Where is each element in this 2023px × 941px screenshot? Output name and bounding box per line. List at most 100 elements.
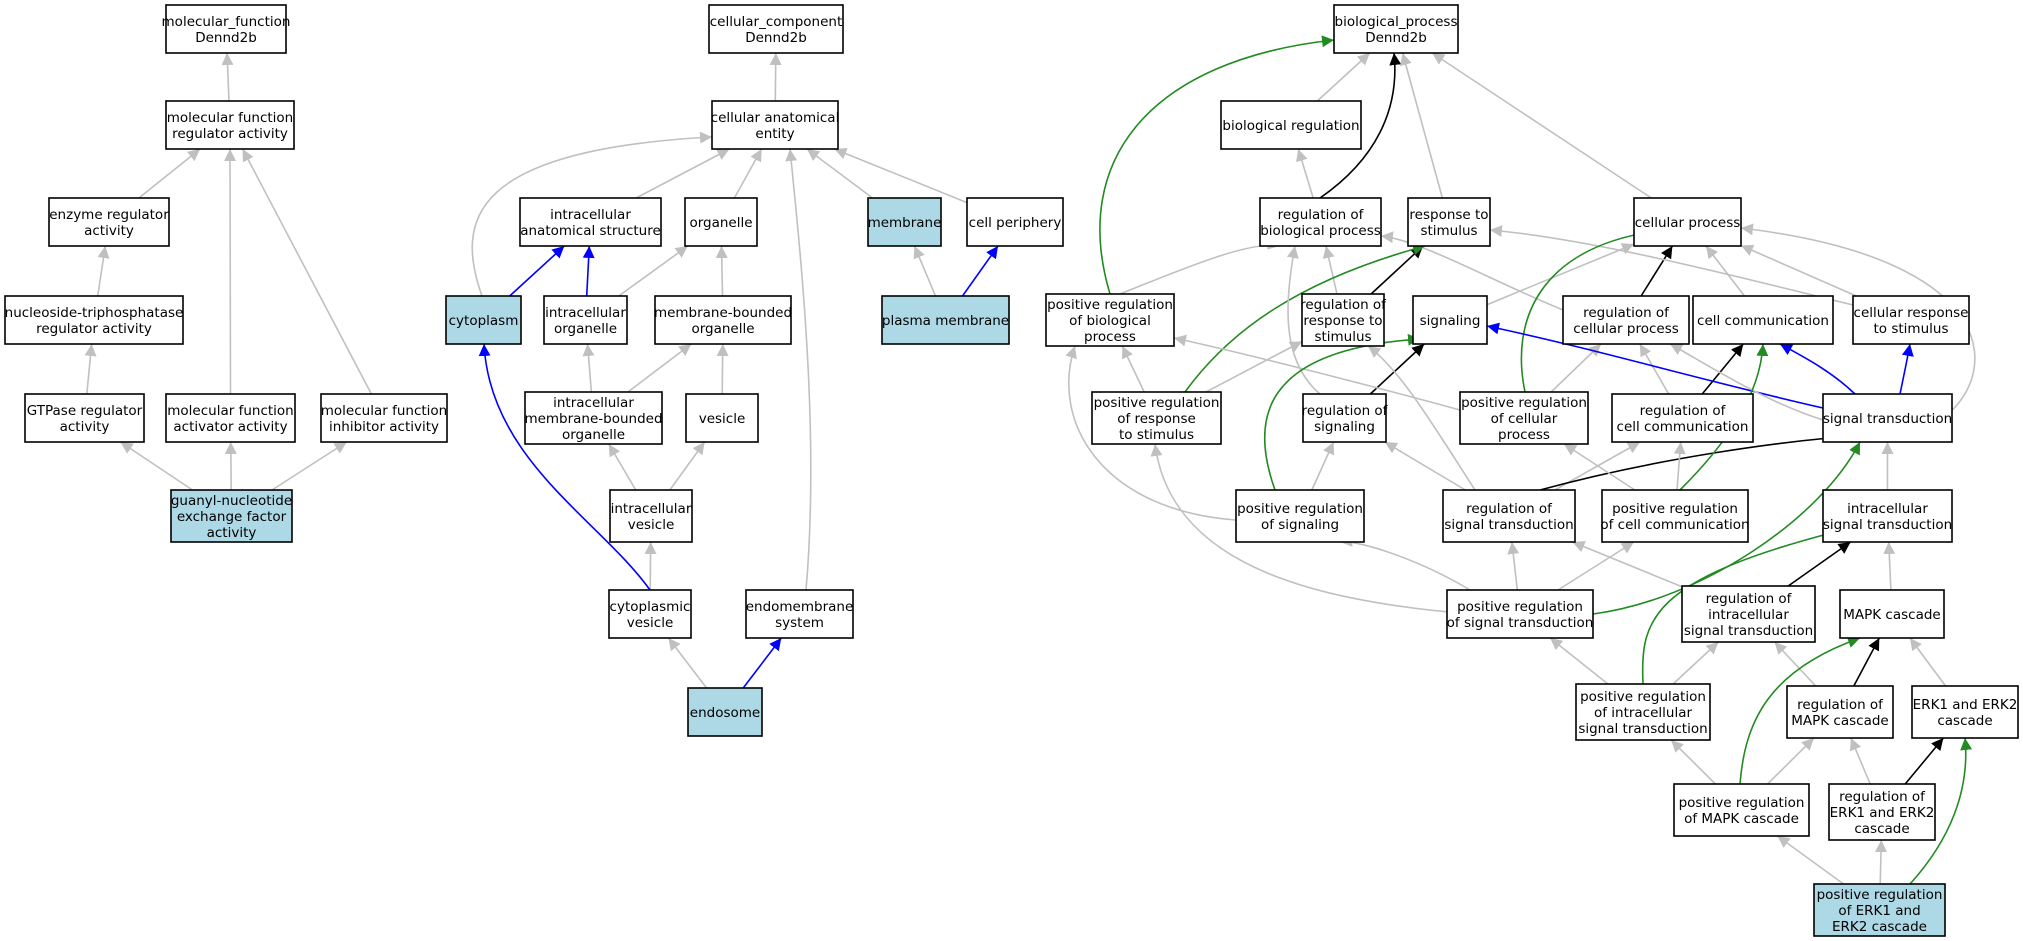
node-box[interactable] — [654, 295, 792, 345]
node-box[interactable] — [1442, 489, 1576, 543]
node-box[interactable] — [1673, 783, 1810, 837]
node-box[interactable] — [745, 589, 854, 639]
go-term-node-membrane[interactable]: membrane — [867, 197, 942, 247]
node-box[interactable] — [1302, 393, 1387, 443]
go-term-node-vesicle[interactable]: vesicle — [685, 393, 759, 443]
node-box[interactable] — [684, 197, 758, 247]
node-box[interactable] — [1045, 293, 1175, 347]
node-box[interactable] — [1235, 489, 1365, 543]
node-box[interactable] — [609, 489, 693, 543]
node-box[interactable] — [1562, 295, 1690, 345]
go-term-node-organelle[interactable]: organelle — [684, 197, 758, 247]
node-box[interactable] — [708, 4, 844, 54]
node-box[interactable] — [608, 589, 692, 639]
node-box[interactable] — [543, 295, 628, 345]
node-box[interactable] — [1459, 391, 1589, 445]
node-box[interactable] — [1259, 197, 1382, 247]
node-box[interactable] — [1828, 783, 1936, 841]
node-box[interactable] — [1412, 295, 1488, 345]
node-box[interactable] — [881, 295, 1010, 345]
go-term-node-cell-periphery[interactable]: cell periphery — [966, 197, 1064, 247]
node-box[interactable] — [1333, 4, 1459, 54]
node-box[interactable] — [966, 197, 1064, 247]
node-box[interactable] — [1839, 589, 1945, 639]
go-term-node-bio-regulation[interactable]: biological regulation — [1220, 100, 1362, 150]
node-box[interactable] — [165, 100, 295, 150]
node-box[interactable] — [1911, 685, 2019, 739]
node-box[interactable] — [1601, 489, 1749, 543]
go-term-node-signaling[interactable]: signaling — [1412, 295, 1488, 345]
node-box[interactable] — [711, 100, 839, 150]
node-box[interactable] — [170, 489, 293, 543]
node-box[interactable] — [1822, 393, 1953, 443]
node-box[interactable] — [524, 391, 663, 445]
node-box[interactable] — [165, 393, 296, 443]
node-box[interactable] — [445, 295, 522, 345]
node-box[interactable] — [1813, 883, 1946, 937]
node-box[interactable] — [4, 295, 184, 345]
go-term-node-cytoplasm[interactable]: cytoplasm — [445, 295, 522, 345]
node-box[interactable] — [1091, 391, 1222, 445]
go-term-node-mapk-cascade[interactable]: MAPK cascade — [1839, 589, 1945, 639]
node-box[interactable] — [685, 393, 759, 443]
node-box[interactable] — [24, 393, 145, 443]
node-box[interactable] — [1852, 295, 1970, 345]
node-box[interactable] — [1822, 489, 1953, 543]
node-box[interactable] — [687, 687, 763, 737]
go-term-node-plasma-membrane[interactable]: plasma membrane — [881, 295, 1010, 345]
node-box[interactable] — [1692, 295, 1834, 345]
node-box[interactable] — [1220, 100, 1362, 150]
node-box[interactable] — [1611, 393, 1754, 443]
go-term-node-cell-comm[interactable]: cell communication — [1692, 295, 1834, 345]
node-box[interactable] — [1407, 197, 1491, 247]
node-box[interactable] — [165, 4, 287, 54]
node-box[interactable] — [48, 197, 170, 247]
node-box[interactable] — [1575, 683, 1711, 741]
node-box[interactable] — [1786, 685, 1894, 739]
node-box[interactable] — [320, 393, 448, 443]
go-term-node-endosome[interactable]: endosome — [687, 687, 763, 737]
go-term-node-cellular-process[interactable]: cellular process — [1633, 197, 1742, 247]
go-term-node-signal-transduction[interactable]: signal transduction — [1822, 393, 1953, 443]
node-box[interactable] — [519, 197, 662, 247]
node-box[interactable] — [867, 197, 942, 247]
